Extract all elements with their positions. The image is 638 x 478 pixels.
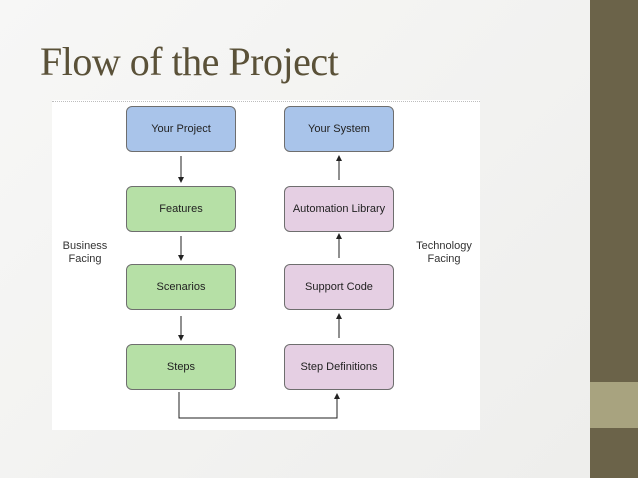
decorative-sidebar-accent xyxy=(590,382,638,428)
arrow-steps-to-step-definitions xyxy=(178,392,340,419)
business-facing-line-1: Business xyxy=(62,240,108,252)
business-facing-label: Business Facing xyxy=(60,240,110,266)
node-your-project: Your Project xyxy=(126,106,236,152)
diagram-canvas xyxy=(52,100,480,430)
technology-facing-label: Technology Facing xyxy=(412,240,476,266)
node-automation-library: Automation Library xyxy=(284,186,394,232)
node-step-definitions: Step Definitions xyxy=(284,344,394,390)
node-scenarios: Scenarios xyxy=(126,264,236,310)
slide-title: Flow of the Project xyxy=(40,39,339,84)
divider-line xyxy=(52,101,480,102)
node-your-system: Your System xyxy=(284,106,394,152)
technology-facing-line-2: Facing xyxy=(427,253,461,265)
technology-facing-line-1: Technology xyxy=(416,240,472,252)
business-facing-line-2: Facing xyxy=(68,253,102,265)
node-features: Features xyxy=(126,186,236,232)
node-support-code: Support Code xyxy=(284,264,394,310)
node-steps: Steps xyxy=(126,344,236,390)
